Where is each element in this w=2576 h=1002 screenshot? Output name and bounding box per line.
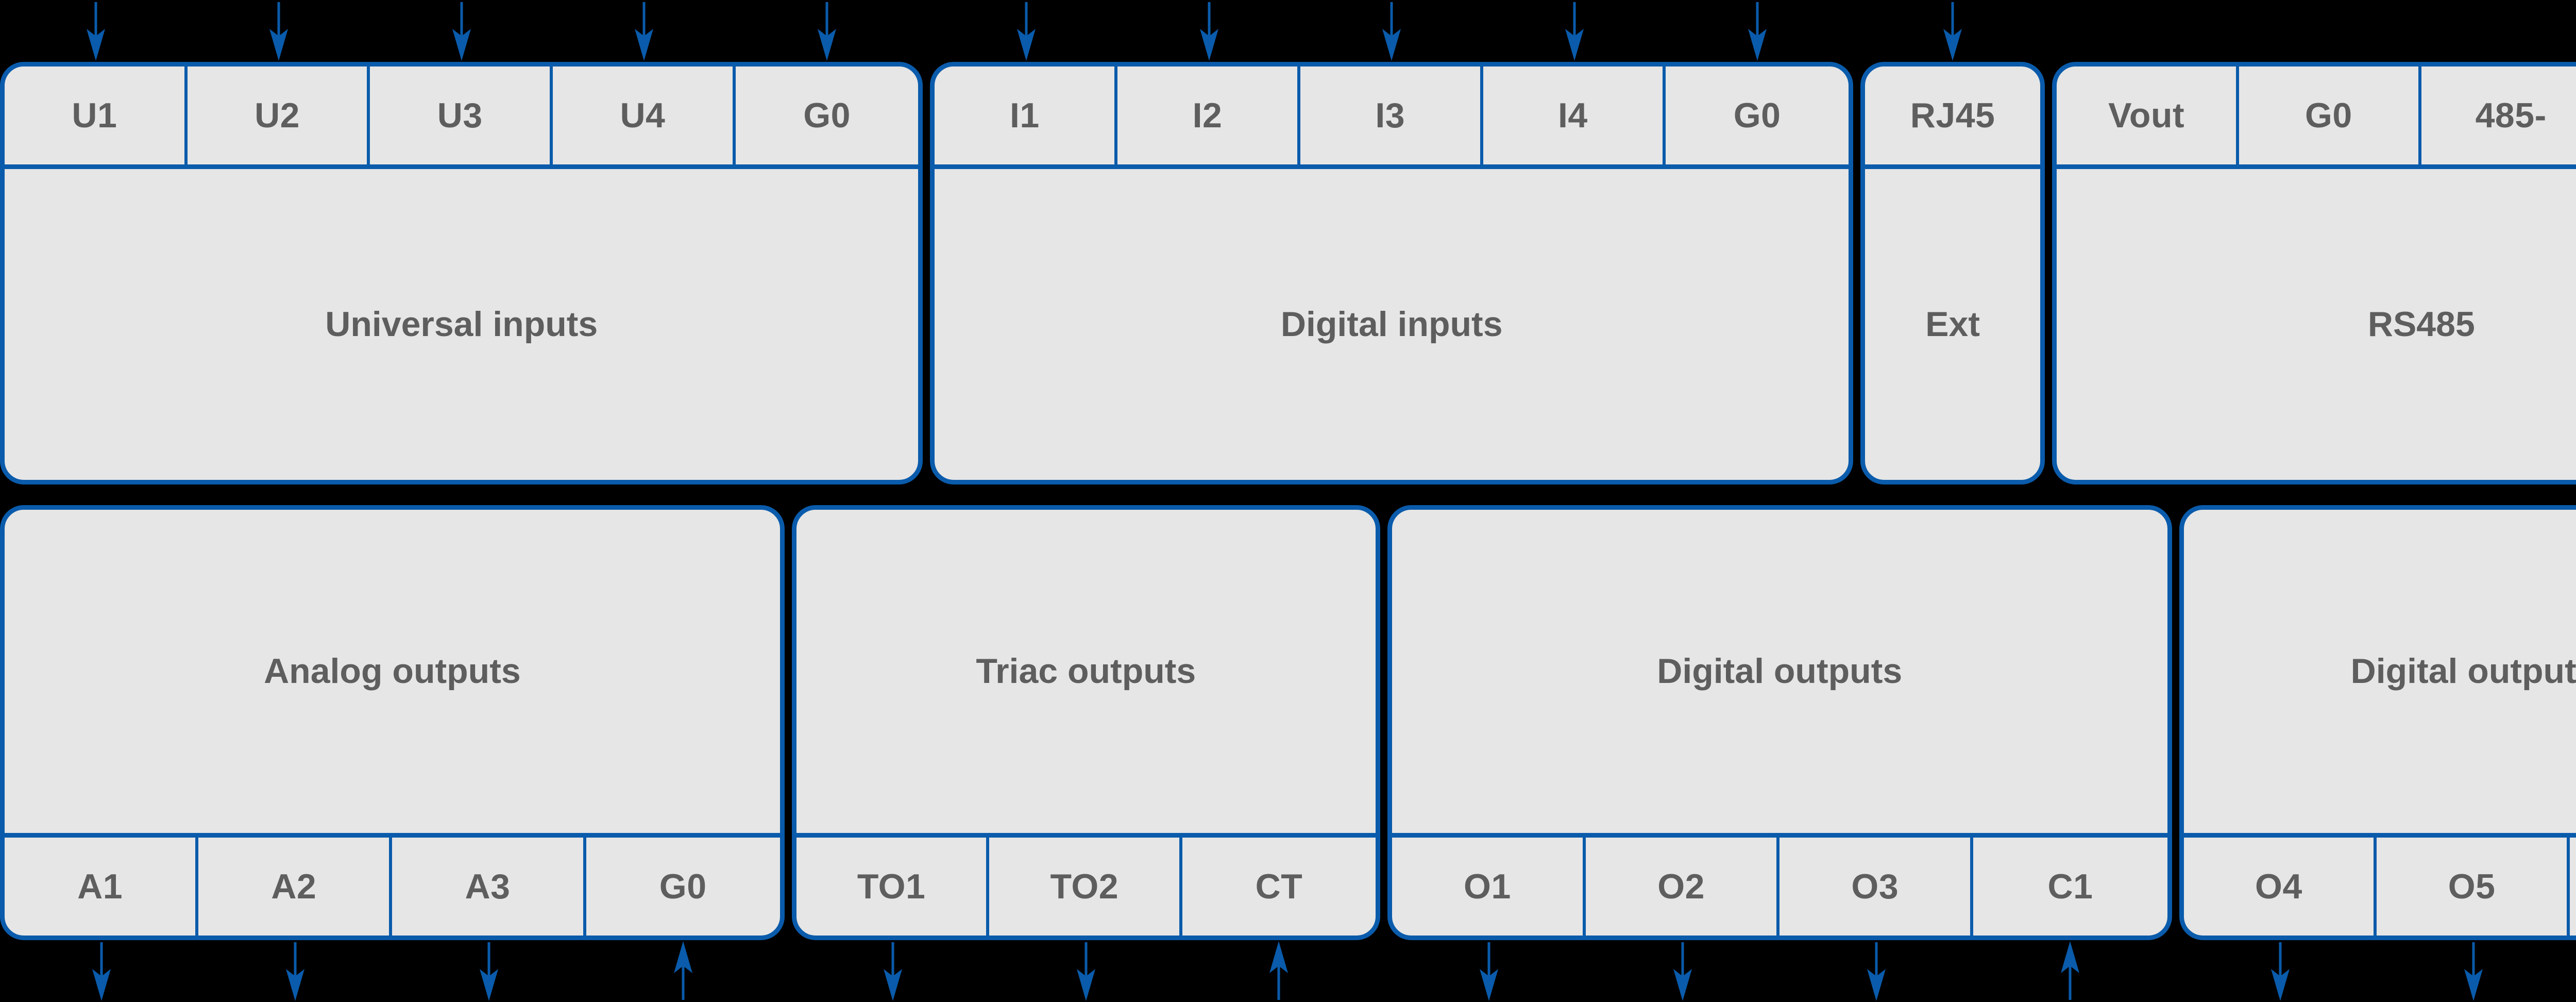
arrow-down-icon [473, 940, 504, 1002]
terminal-i4[interactable]: I4 [1483, 66, 1666, 164]
terminal-group: Digital outputsO4O5C2 [2179, 505, 2576, 940]
arrow-up-icon [2055, 940, 2086, 1002]
terminal-u4[interactable]: U4 [553, 66, 736, 164]
terminal-o2[interactable]: O2 [1586, 838, 1780, 936]
terminal-group-label: Digital outputs [1657, 652, 1903, 691]
arrow-down-icon [1376, 0, 1407, 62]
arrow-down-icon [1071, 940, 1101, 1002]
terminal-row: O4O5C2 [2183, 833, 2576, 936]
terminal-vout[interactable]: Vout [2057, 66, 2239, 164]
arrow-up-icon [668, 940, 699, 1002]
arrow-down-icon [263, 0, 294, 62]
terminal-g0[interactable]: G0 [659, 867, 707, 906]
terminal-group-label: Universal inputs [325, 305, 598, 344]
input-arrow-rail [0, 0, 2576, 62]
arrow-down-icon [1667, 940, 1698, 1002]
terminal-o4[interactable]: O4 [2184, 838, 2377, 936]
arrow-up-icon [1263, 940, 1294, 1002]
arrow-down-icon [1473, 940, 1504, 1002]
terminal-i1[interactable]: I1 [935, 66, 1118, 164]
arrow-down-icon [1861, 940, 1892, 1002]
terminal-group-label: Digital outputs [2350, 652, 2576, 691]
terminal-a3[interactable]: A3 [392, 838, 586, 936]
arrow-down-icon [80, 0, 111, 62]
terminal-to1[interactable]: TO1 [796, 838, 990, 936]
terminal-group-label: Digital inputs [1280, 305, 1503, 344]
arrow-down-icon [280, 940, 311, 1002]
arrow-down-icon [877, 940, 908, 1002]
arrow-down-icon [1742, 0, 1773, 62]
output-arrow-rail [0, 940, 2576, 1002]
terminal-c2[interactable]: C2 [2570, 838, 2576, 936]
terminal-rj45[interactable]: RJ45 [1910, 96, 1995, 135]
terminal-i2[interactable]: I2 [1117, 66, 1300, 164]
arrow-down-icon [2458, 940, 2489, 1002]
terminal-g0[interactable]: G0 [1733, 96, 1781, 135]
terminal-u3[interactable]: U3 [370, 66, 553, 164]
arrow-down-icon [2265, 940, 2296, 1002]
terminal-ct[interactable]: CT [1255, 867, 1303, 906]
arrow-down-icon [1559, 0, 1590, 62]
terminal-a2[interactable]: A2 [198, 838, 393, 936]
terminal-o5[interactable]: O5 [2377, 838, 2570, 936]
terminal-u2[interactable]: U2 [188, 66, 370, 164]
arrow-down-icon [446, 0, 477, 62]
terminal-group-label: Triac outputs [976, 652, 1196, 691]
arrow-down-icon [1194, 0, 1225, 62]
terminal-o3[interactable]: O3 [1780, 838, 1974, 936]
terminal-a1[interactable]: A1 [5, 838, 199, 936]
terminal-group-label: Analog outputs [264, 652, 521, 691]
arrow-down-icon [1011, 0, 1042, 62]
terminal-group-label: Ext [1925, 305, 1980, 344]
arrow-down-icon [629, 0, 659, 62]
terminal-485-[interactable]: 485- [2421, 66, 2576, 164]
terminal-c1[interactable]: C1 [2047, 867, 2093, 906]
terminal-g0[interactable]: G0 [803, 96, 851, 135]
terminal-to2[interactable]: TO2 [989, 838, 1183, 936]
arrow-down-icon [1937, 0, 1968, 62]
arrow-down-icon [811, 0, 842, 62]
terminal-group-label: RS485 [2367, 305, 2475, 344]
terminal-row: RJ45 [1865, 66, 2041, 169]
terminal-g0[interactable]: G0 [2239, 66, 2421, 164]
terminal-o1[interactable]: O1 [1392, 838, 1586, 936]
terminal-u1[interactable]: U1 [5, 66, 188, 164]
terminal-i3[interactable]: I3 [1300, 66, 1483, 164]
arrow-down-icon [86, 940, 117, 1002]
